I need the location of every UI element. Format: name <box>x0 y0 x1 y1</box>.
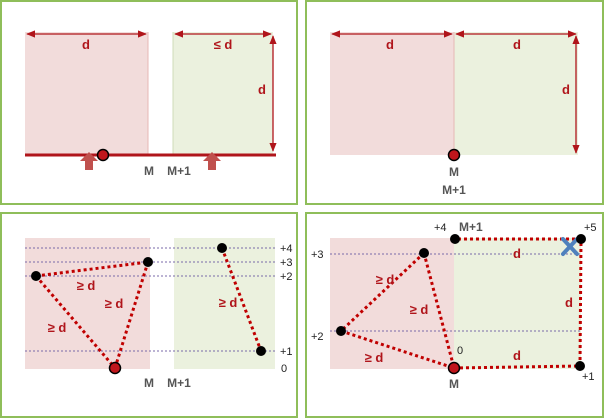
right-region <box>454 32 578 155</box>
left-region <box>330 32 454 155</box>
width-label-left: d <box>386 37 394 52</box>
panel-top-left: d ≤ d d M M+1 <box>0 0 298 205</box>
edge-label: ≥ d <box>77 278 96 293</box>
level-label-zero: 0 <box>457 345 463 357</box>
label-m: M <box>144 164 154 178</box>
point <box>217 243 227 253</box>
point <box>256 346 266 356</box>
width-label-right: d <box>513 37 521 52</box>
width-label-left: d <box>82 37 90 52</box>
median-point <box>96 148 110 162</box>
distance-edges <box>339 237 583 370</box>
median-point <box>447 361 461 375</box>
point <box>336 326 346 336</box>
label-m: M <box>449 165 459 179</box>
up-arrow-icon <box>203 152 221 170</box>
point <box>575 361 585 371</box>
label-m-plus-1: M+1 <box>442 183 466 197</box>
label-m-plus-1: M+1 <box>167 164 191 178</box>
edge-label: d <box>513 348 521 363</box>
label-m: M <box>144 376 154 390</box>
height-label: d <box>258 82 266 97</box>
label-m-plus-1: M+1 <box>459 220 483 234</box>
median-point <box>108 361 122 375</box>
edge-label: ≥ d <box>48 320 67 335</box>
level-label-plus-2: +2 <box>280 271 293 283</box>
panel-bottom-right: ≥ d ≥ d ≥ d d d d +4 M+1 +5 +3 +2 0 +1 M <box>305 212 604 418</box>
right-region <box>454 238 581 369</box>
point <box>419 248 429 258</box>
label-m: M <box>449 377 459 391</box>
height-label: d <box>562 82 570 97</box>
edge-label: ≥ d <box>410 302 429 317</box>
left-region <box>330 238 454 369</box>
edge-label: d <box>565 295 573 310</box>
cross-icon <box>561 237 579 256</box>
edge-label: ≥ d <box>219 295 238 310</box>
panel-bottom-left: ≥ d ≥ d ≥ d ≥ d +4 +3 +2 +1 0 M M+1 <box>0 212 298 418</box>
level-label-plus-3: +3 <box>311 249 324 261</box>
edge-label: ≥ d <box>105 296 124 311</box>
right-region <box>173 32 273 155</box>
level-label-zero: 0 <box>281 363 287 375</box>
label-m-plus-1: M+1 <box>167 376 191 390</box>
level-label-plus-5: +5 <box>584 222 597 234</box>
median-point <box>447 148 461 162</box>
point <box>450 234 460 244</box>
distance-edges <box>34 247 263 369</box>
left-region <box>25 238 150 369</box>
panel-top-right: d d d M M+1 <box>305 0 604 205</box>
level-label-plus-4: +4 <box>280 243 293 255</box>
point <box>576 234 586 244</box>
level-label-plus-1: +1 <box>582 371 595 383</box>
edge-label: ≥ d <box>365 350 384 365</box>
level-label-plus-3: +3 <box>280 257 293 269</box>
point <box>31 271 41 281</box>
level-label-plus-1: +1 <box>280 346 293 358</box>
width-label-right: ≤ d <box>214 37 233 52</box>
point <box>143 257 153 267</box>
up-arrow-icon <box>80 152 98 170</box>
level-label-plus-2: +2 <box>311 331 324 343</box>
edge-label: d <box>513 246 521 261</box>
level-label-plus-4: +4 <box>434 222 447 234</box>
edge-label: ≥ d <box>376 272 395 287</box>
left-region <box>25 32 148 155</box>
